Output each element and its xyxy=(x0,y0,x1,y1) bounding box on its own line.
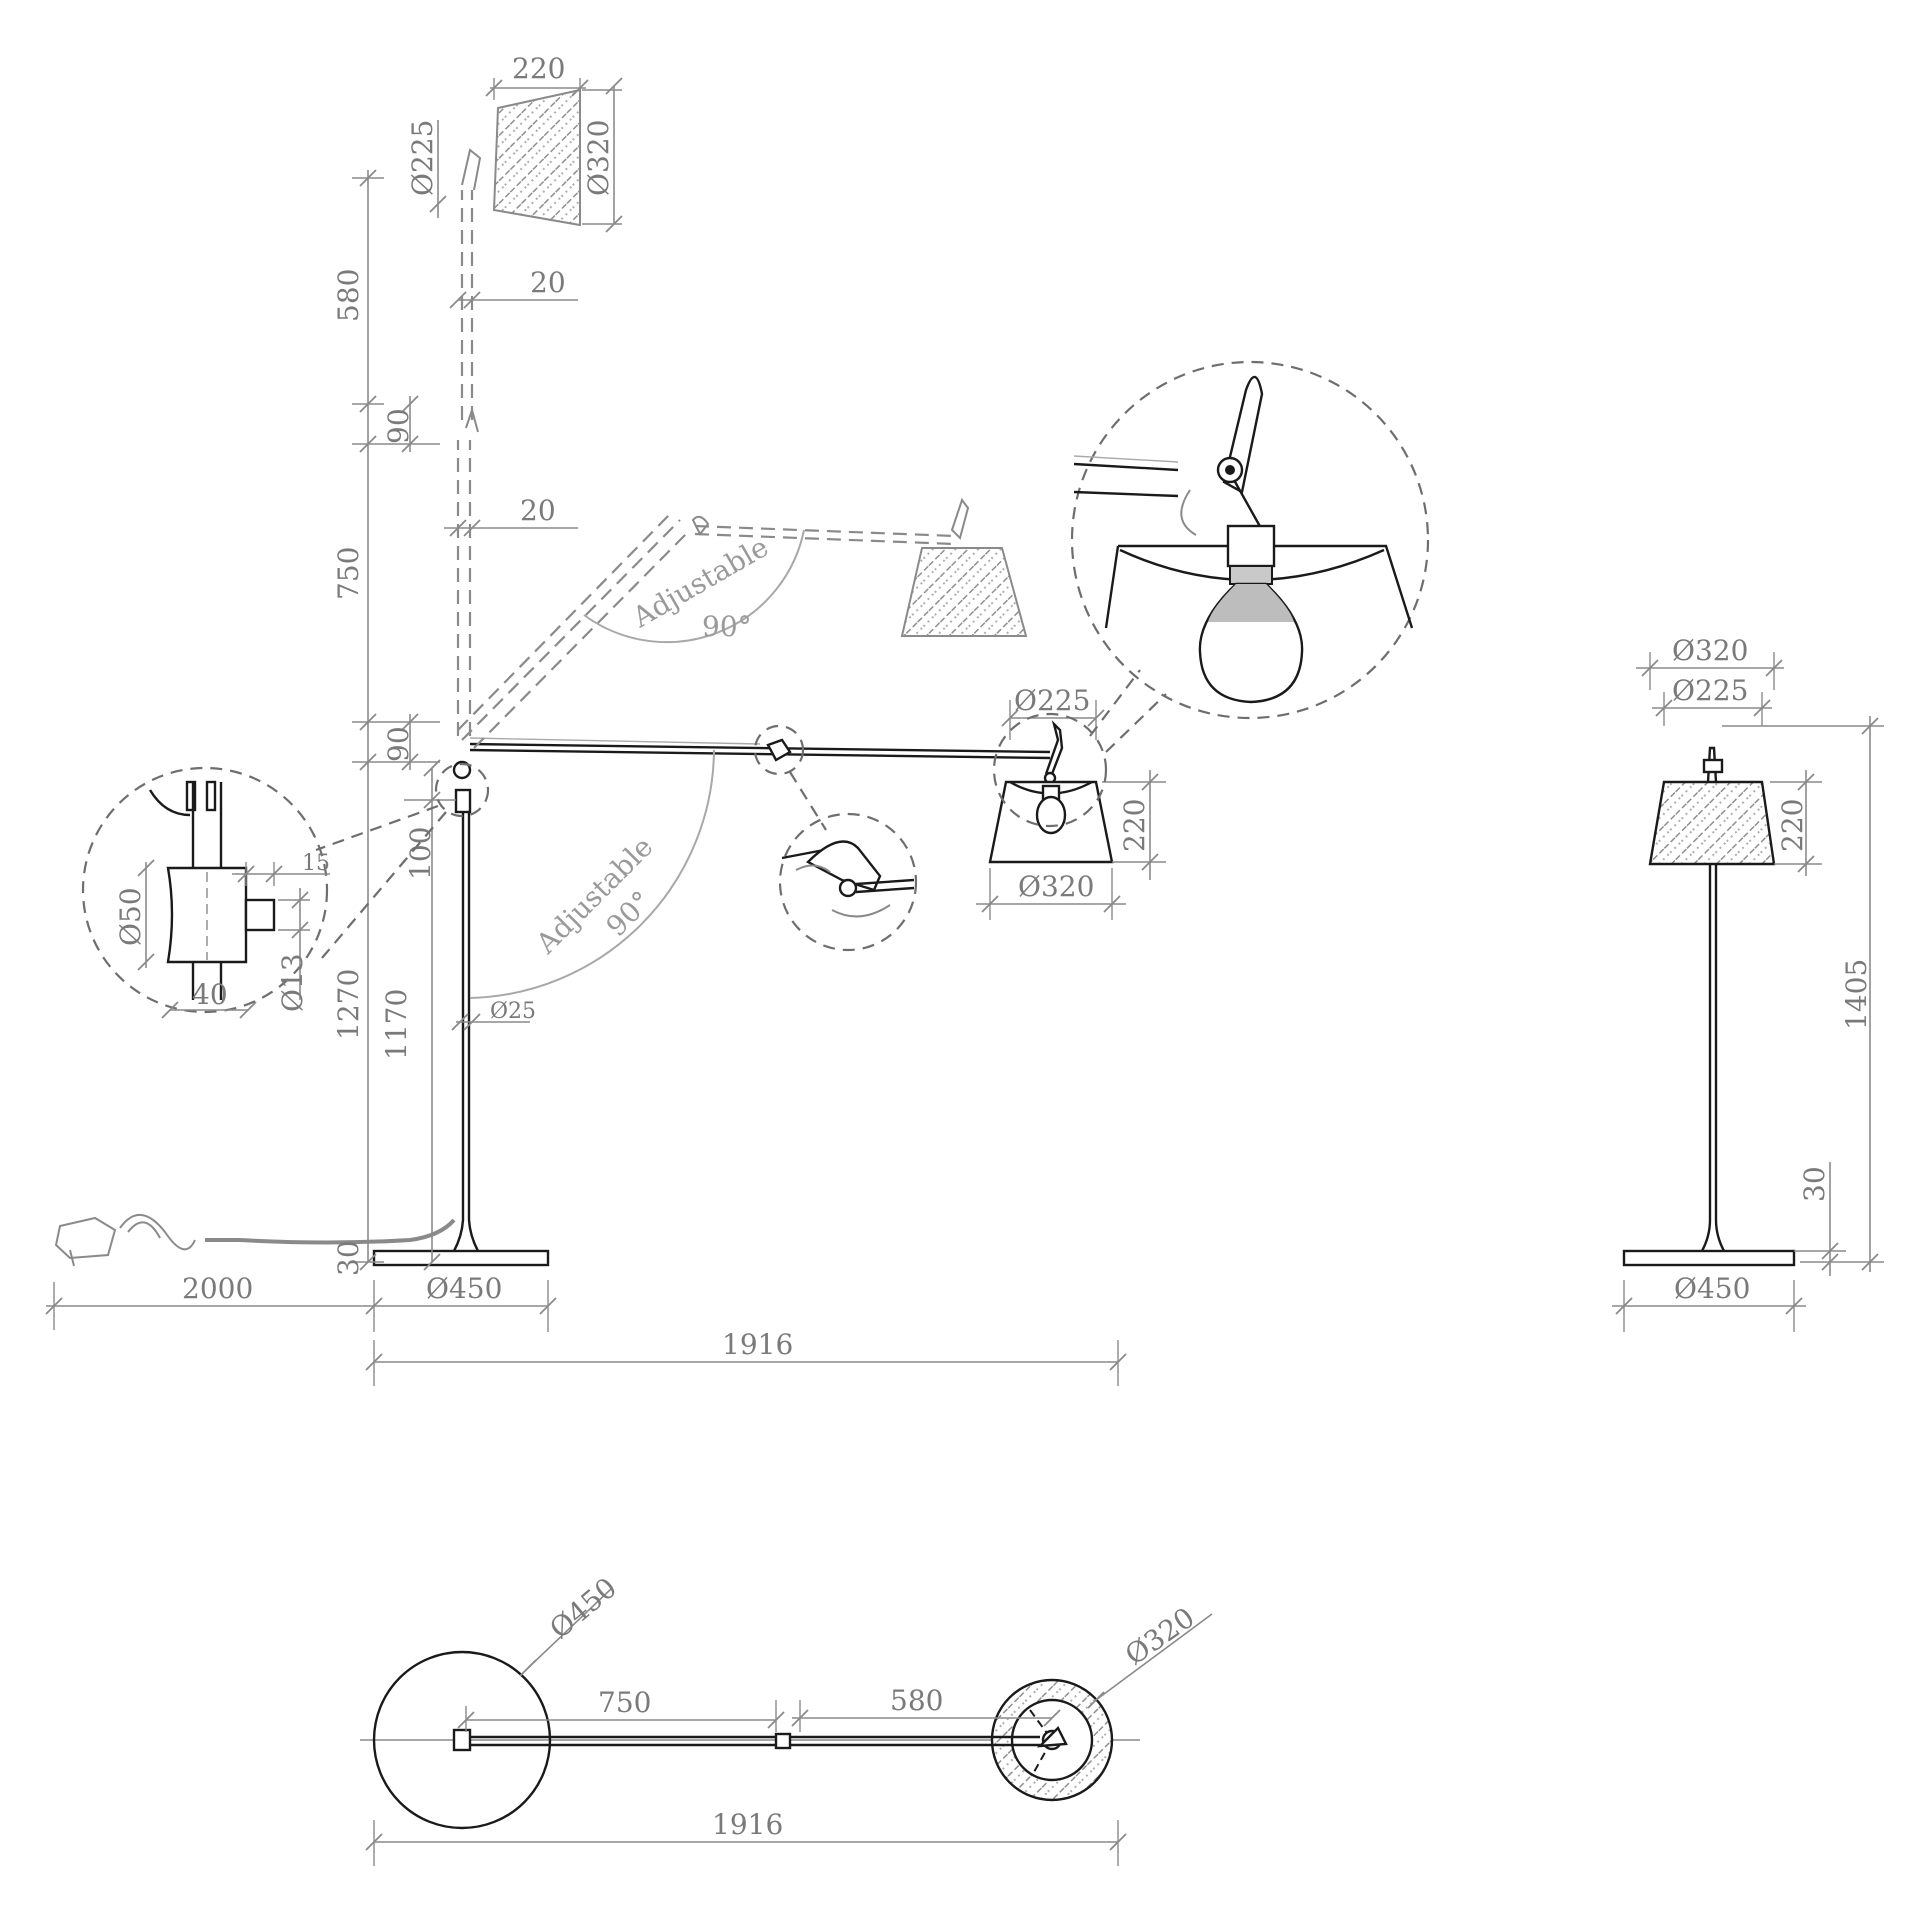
elbow-joint xyxy=(452,760,472,780)
dims-side: Ø320 Ø225 220 1405 30 Ø450 xyxy=(1612,634,1884,1332)
dim-detail-stem-width: 40 xyxy=(192,978,228,1011)
horizontal-arm xyxy=(469,742,1051,754)
adjustable-arc-upper xyxy=(583,529,805,644)
ghost-raised xyxy=(457,497,1028,749)
top-base-circle xyxy=(372,1650,552,1830)
dim-stem-height: 1170 xyxy=(380,989,413,1060)
dim-front-shade-height: 220 xyxy=(1118,799,1151,852)
dims-front: 220 Ø225 Ø320 580 750 xyxy=(45,52,1166,1386)
top-view: Ø450 Ø320 750 580 1916 xyxy=(360,1571,1213,1866)
dim-top-shade-width: 220 xyxy=(512,52,565,85)
dim-upper-arm-length: 580 xyxy=(332,269,365,322)
dim-cable-length: 2000 xyxy=(182,1272,253,1305)
side-view: Ø320 Ø225 220 1405 30 Ø450 xyxy=(1612,634,1884,1332)
dim-front-shade-outer: Ø320 xyxy=(1018,870,1094,903)
dim-front-shade-inner: Ø225 xyxy=(1014,684,1090,717)
dim-joint-lower: 90 xyxy=(382,726,415,762)
dim-side-total-height: 1405 xyxy=(1840,959,1873,1030)
dim-lower-arm-length: 750 xyxy=(332,547,365,600)
dim-detail-switch-dia: Ø13 xyxy=(276,953,309,1012)
dim-side-shade-inner: Ø225 xyxy=(1672,674,1748,707)
dim-reach: 1916 xyxy=(722,1328,793,1361)
callout-switch-detail: Ø50 40 15 Ø13 xyxy=(81,762,490,1019)
dim-top-lower-arm: 750 xyxy=(598,1686,651,1719)
dim-top-upper-arm: 580 xyxy=(890,1684,943,1717)
dim-lower-tube: 20 xyxy=(520,494,556,527)
front-view: Adjustable 90° Adjustable 90° 220 Ø225 Ø… xyxy=(45,52,1430,1386)
dim-base-dia: Ø450 xyxy=(426,1272,502,1305)
dim-base-thickness: 30 xyxy=(332,1240,365,1276)
dim-detail-stem-dia: Ø50 xyxy=(114,887,147,946)
adjustable-upper-label: Adjustable xyxy=(626,530,774,634)
side-base xyxy=(1622,1249,1796,1267)
dim-top-base-dia: Ø450 xyxy=(543,1571,623,1645)
dim-side-base-thickness: 30 xyxy=(1798,1166,1831,1202)
dim-detail-switch-width: 15 xyxy=(302,851,330,876)
front-lamp-head xyxy=(988,720,1114,864)
dim-joint-offset: 100 xyxy=(404,827,437,880)
dim-side-shade-height: 220 xyxy=(1776,799,1809,852)
dim-joint-upper: 90 xyxy=(382,408,415,444)
dim-stem-tube: Ø25 xyxy=(490,999,536,1024)
adjustable-upper-angle: 90° xyxy=(702,610,752,643)
ghost-vertical xyxy=(456,88,581,736)
plug xyxy=(54,1213,196,1267)
adjustable-arc-lower xyxy=(469,749,715,999)
dim-upper-tube: 20 xyxy=(530,266,566,299)
dim-top-shade-outer: Ø320 xyxy=(582,120,615,196)
dim-top-shade-dia: Ø320 xyxy=(1119,1601,1201,1672)
callout-mid-joint xyxy=(753,724,918,952)
dim-height-total: 1270 xyxy=(332,969,365,1040)
base-plate xyxy=(372,1249,550,1267)
callout-lamp-head xyxy=(992,360,1430,828)
mid-joint xyxy=(766,738,792,762)
side-shade xyxy=(1648,780,1776,866)
stem xyxy=(452,812,480,1252)
cable xyxy=(205,1218,456,1245)
dim-side-shade-outer: Ø320 xyxy=(1672,634,1748,667)
dim-side-base-dia: Ø450 xyxy=(1674,1272,1750,1305)
switch xyxy=(454,788,472,814)
dim-top-reach: 1916 xyxy=(712,1808,783,1841)
dim-top-shade-inner: Ø225 xyxy=(406,120,439,196)
